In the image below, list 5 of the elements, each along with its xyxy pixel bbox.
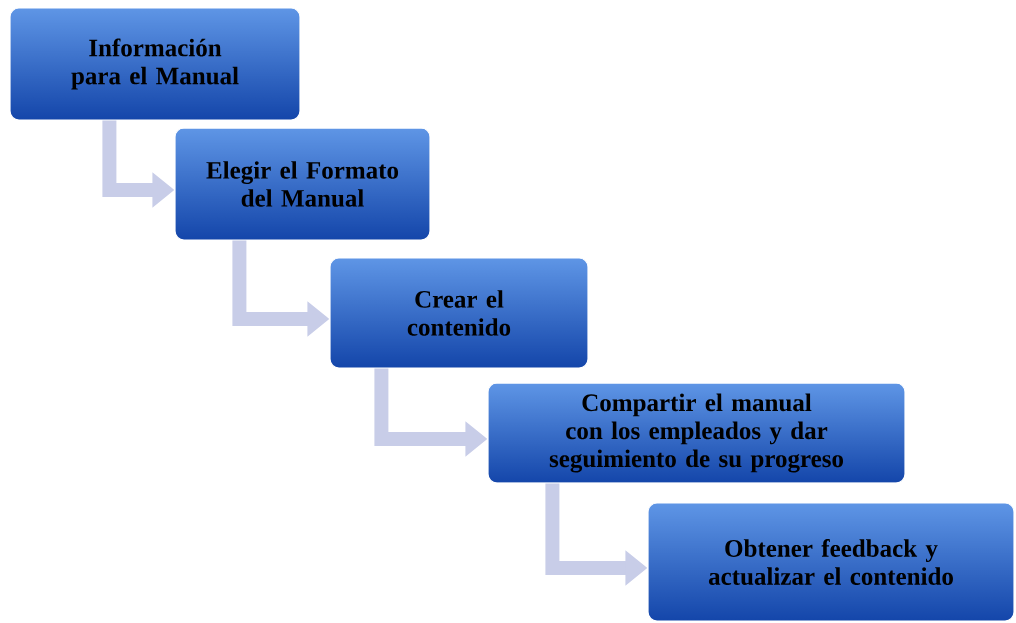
process-box: Compartir el manual con los empleados y dar seguimiento de su progreso: [487, 382, 906, 484]
process-box: Obtener feedback y actualizar el contenido: [647, 502, 1015, 622]
process-box: Crear el contenido: [329, 257, 589, 369]
process-box: Información para el Manual: [9, 7, 301, 121]
process-box: Elegir el Formato del Manual: [174, 127, 431, 241]
